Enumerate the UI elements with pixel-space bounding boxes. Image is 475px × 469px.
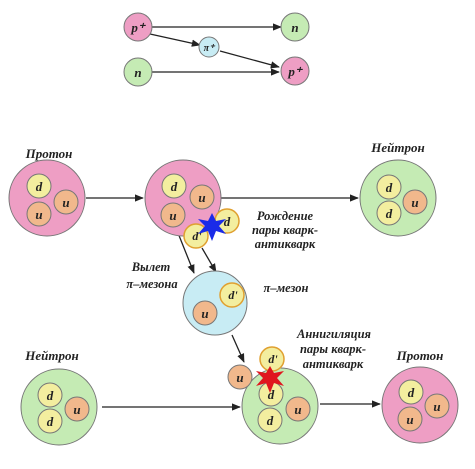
top-neutron-in-label: n bbox=[134, 65, 141, 80]
quark-u-label: u bbox=[433, 399, 440, 414]
quark-d bbox=[161, 173, 187, 199]
quark-d-label: d bbox=[36, 179, 43, 194]
quark-u bbox=[160, 202, 186, 228]
antiquark-dbar-label: d' bbox=[228, 288, 238, 302]
quark-d-label: d bbox=[267, 413, 274, 428]
quark-d-label: d bbox=[47, 388, 54, 403]
pair-creation-star-icon bbox=[198, 213, 226, 241]
label-proton-left: Протон bbox=[25, 146, 73, 161]
quark-u-label: u bbox=[62, 195, 69, 210]
quark-d-label: d bbox=[268, 387, 275, 402]
top-neutron-out-label: n bbox=[291, 20, 298, 35]
process-arrows bbox=[86, 194, 381, 411]
label-proton-right-bottom: Протон bbox=[396, 348, 444, 363]
quark-d-label: d bbox=[386, 180, 393, 195]
proton-left: d u u bbox=[8, 159, 86, 237]
quark-u bbox=[192, 300, 218, 326]
top-pion bbox=[198, 36, 220, 58]
proton-center: d u u d d' bbox=[144, 159, 240, 249]
quark-u-label: u bbox=[35, 207, 42, 222]
incoming-quark-u bbox=[227, 364, 253, 390]
top-neutron-out bbox=[280, 12, 310, 42]
arrow-p-to-pion bbox=[149, 33, 201, 47]
label-pion: π–мезон bbox=[264, 281, 309, 295]
quark-u-label: u bbox=[411, 195, 418, 210]
quark-u-label: u bbox=[201, 306, 208, 321]
quark-u-label: u bbox=[169, 208, 176, 223]
annihilation-star-icon bbox=[256, 366, 284, 393]
top-proton-out bbox=[280, 56, 310, 86]
antiquark-dbar-label: d' bbox=[192, 229, 202, 243]
label-annihilation-1: Аннигиляция bbox=[296, 327, 371, 341]
top-proton-label: p⁺ bbox=[130, 20, 147, 35]
quark-d bbox=[37, 382, 63, 408]
neutron-left: d d u bbox=[20, 368, 98, 446]
arrow-pion-to-annihilation bbox=[231, 334, 245, 363]
label-annihilation-3: антикварк bbox=[303, 357, 364, 371]
antiquark-dbar-label: d' bbox=[268, 352, 278, 366]
arrow-pion-to-p bbox=[219, 50, 280, 69]
top-pion-label: π⁺ bbox=[204, 43, 216, 54]
label-emission-1: Вылет bbox=[131, 260, 171, 274]
label-pair-creation-1: Рождение bbox=[257, 209, 314, 223]
quark-d bbox=[376, 174, 402, 200]
top-neutron-in bbox=[123, 57, 153, 87]
quark-u bbox=[26, 201, 52, 227]
quark-u bbox=[53, 189, 79, 215]
quark-d-label: d bbox=[171, 179, 178, 194]
top-proton bbox=[123, 12, 153, 42]
quark-d-label: d bbox=[386, 206, 393, 221]
arrow-dbar-to-pion bbox=[201, 247, 217, 273]
label-annihilation-2: пары кварк- bbox=[300, 342, 366, 356]
quark-d bbox=[376, 200, 402, 226]
quark-u bbox=[64, 396, 90, 422]
label-emission-2: π–мезона bbox=[126, 277, 177, 291]
neutron-right-top: d d u bbox=[359, 159, 437, 237]
quark-d bbox=[26, 173, 52, 199]
proton-right-bottom: d u u bbox=[381, 366, 459, 444]
quark-u-label: u bbox=[73, 402, 80, 417]
quark-u bbox=[189, 184, 215, 210]
quark-u bbox=[285, 396, 311, 422]
label-pair-creation-2: пары кварк- bbox=[252, 223, 318, 237]
quark-u-label: u bbox=[406, 412, 413, 427]
quark-d bbox=[37, 408, 63, 434]
quark-u bbox=[424, 393, 450, 419]
quark-u-label: u bbox=[198, 190, 205, 205]
quark-u bbox=[397, 406, 423, 432]
arrow-emit-pion bbox=[177, 232, 195, 274]
antiquark-dbar bbox=[219, 282, 245, 308]
pion: d' u bbox=[182, 270, 248, 336]
incoming-quark-u-label: u bbox=[236, 370, 243, 385]
label-pair-creation-3: антикварк bbox=[255, 237, 316, 251]
quark-d-label: d bbox=[408, 385, 415, 400]
quark-d-new-label: d bbox=[224, 214, 231, 229]
top-proton-out-label: p⁺ bbox=[287, 64, 304, 79]
quark-d bbox=[398, 379, 424, 405]
neutron-center-bottom: d d u u d' bbox=[227, 346, 319, 445]
quark-u-label: u bbox=[294, 402, 301, 417]
top-schematic: p⁺ n π⁺ n p⁺ bbox=[123, 12, 310, 87]
label-neutron-left: Нейтрон bbox=[24, 348, 78, 363]
label-neutron-right-top: Нейтрон bbox=[370, 140, 424, 155]
quark-u bbox=[402, 189, 428, 215]
quark-d-label: d bbox=[47, 414, 54, 429]
quark-d bbox=[257, 407, 283, 433]
